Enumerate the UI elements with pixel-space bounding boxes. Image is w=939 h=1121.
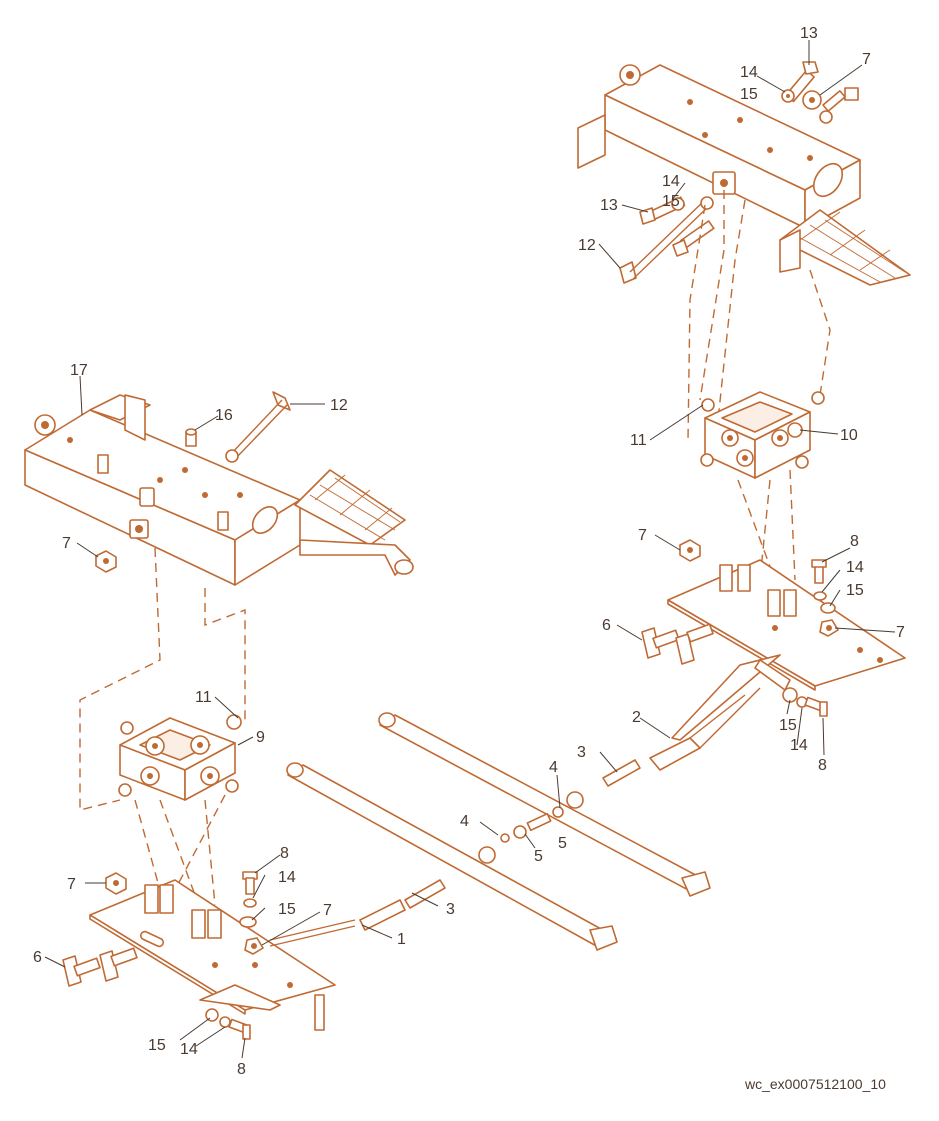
callout-2: 2	[632, 709, 641, 726]
callout-1: 1	[397, 931, 406, 948]
bolts-6-right	[641, 623, 714, 665]
callout-7-left-c: 7	[323, 902, 332, 919]
bolts-6-left	[62, 947, 138, 987]
callout-8-right-b: 8	[818, 757, 827, 774]
callout-9: 9	[256, 729, 265, 746]
nut-7-left	[95, 550, 117, 573]
mount-box-10	[700, 391, 825, 479]
callout-10: 10	[840, 427, 858, 444]
arm-1	[286, 762, 618, 951]
callout-14-left-b: 14	[180, 1041, 198, 1058]
nut-7-right-a	[679, 539, 701, 562]
callout-13-mid: 13	[600, 197, 618, 214]
callout-17: 17	[70, 362, 88, 379]
washer-14-15-top	[781, 89, 795, 103]
bolt-12-left	[225, 391, 291, 463]
arm-2	[378, 687, 761, 897]
callout-5-left: 5	[534, 848, 543, 865]
bolt-13-mid	[639, 196, 715, 257]
callout-14-right-b: 14	[790, 737, 808, 754]
callout-15-right: 15	[846, 582, 864, 599]
callout-8-right: 8	[850, 533, 859, 550]
lower-footplate-mesh	[294, 469, 414, 576]
callout-6-left: 6	[33, 949, 42, 966]
callout-4-left: 4	[460, 813, 469, 830]
callout-7-right-a: 7	[638, 527, 647, 544]
callout-8-left-b: 8	[237, 1061, 246, 1078]
bolt-12-right	[619, 196, 714, 284]
callout-11-left: 11	[195, 689, 212, 706]
bolt-8-left	[239, 871, 264, 955]
callout-15-right-b: 15	[779, 717, 797, 734]
pin-3-left	[359, 879, 446, 931]
callout-12-left: 12	[330, 397, 348, 414]
callout-7-left: 7	[62, 535, 71, 552]
upper-frame-right	[577, 64, 861, 229]
callout-14-top: 14	[740, 64, 758, 81]
callout-8-left: 8	[280, 845, 289, 862]
leader-lines	[44, 40, 896, 1059]
callout-14-right: 14	[846, 559, 864, 576]
callout-11-right: 11	[630, 432, 647, 449]
callout-3-right: 3	[577, 744, 586, 761]
upper-footplate-mesh	[779, 209, 911, 286]
callout-7-left-b: 7	[67, 876, 76, 893]
pin-16	[185, 428, 197, 447]
callout-4-right: 4	[549, 759, 558, 776]
upper-frame-left-17	[24, 394, 301, 586]
bolt-8-right	[811, 559, 839, 637]
callout-14-mid: 14	[662, 173, 680, 190]
callout-15-mid: 15	[662, 193, 680, 210]
nut-7-top	[802, 87, 859, 124]
callout-16: 16	[215, 407, 233, 424]
callout-15-left: 15	[278, 901, 296, 918]
callout-15-top: 15	[740, 86, 758, 103]
figure-code: wc_ex0007512100_10	[745, 1076, 886, 1092]
callout-13-top: 13	[800, 25, 818, 42]
callout-7-right-b: 7	[896, 624, 905, 641]
pin-3-right	[602, 759, 641, 787]
callout-3-left: 3	[446, 901, 455, 918]
callout-6-right: 6	[602, 617, 611, 634]
left-plate	[89, 879, 356, 1031]
right-plate	[667, 559, 906, 741]
mount-box-9	[118, 714, 242, 801]
callout-14-left: 14	[278, 869, 296, 886]
nut-7-left-b	[105, 872, 127, 895]
callout-5-right: 5	[558, 835, 567, 852]
callout-15-left-b: 15	[148, 1037, 166, 1054]
bushing-4-5-right	[500, 791, 584, 843]
callout-7-top: 7	[862, 51, 871, 68]
bolt-8-left-b	[205, 1008, 251, 1040]
callout-12-right: 12	[578, 237, 596, 254]
